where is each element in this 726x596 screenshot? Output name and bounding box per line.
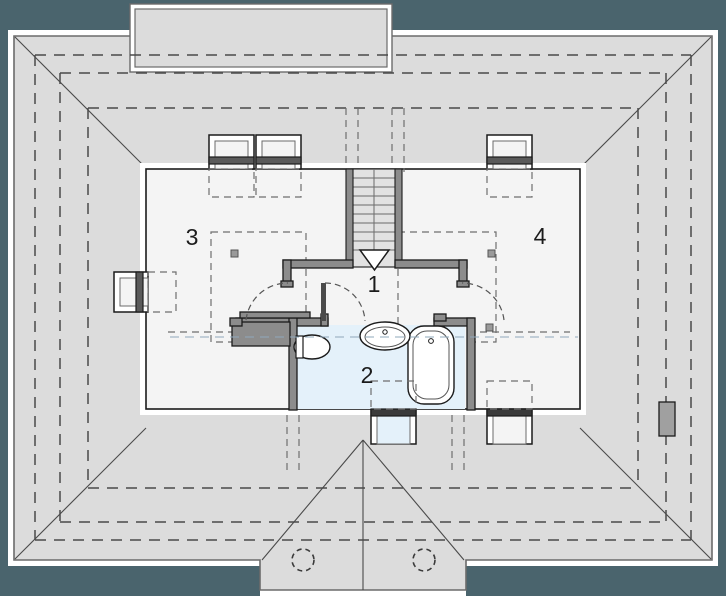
window-top-left-b [255, 134, 302, 198]
roof-dormer-top [129, 3, 393, 73]
bathroom-door-leaf [321, 283, 326, 321]
stairs-down-arrow [358, 249, 391, 272]
washbasin-icon [359, 321, 411, 351]
room-label-3: 3 [186, 224, 199, 250]
post-markers [230, 249, 496, 332]
room-label-1: 1 [368, 271, 381, 297]
window-bottom-center [370, 380, 417, 445]
window-left [113, 271, 177, 313]
window-top-right [486, 134, 533, 198]
room-label-2: 2 [361, 362, 374, 388]
door-swing-arcs [245, 282, 505, 322]
porch-column-right [412, 548, 436, 572]
window-top-left-a [208, 134, 255, 198]
chimney [658, 401, 676, 437]
room-label-4: 4 [534, 223, 547, 249]
porch-column-left [291, 548, 315, 572]
door-arc-room-3 [245, 282, 289, 321]
door-arc-room-4 [461, 282, 505, 321]
bathroom-fixtures [293, 321, 455, 405]
window-bottom-right [486, 380, 533, 445]
bathtub-icon [407, 325, 455, 405]
roof-hip-lines [14, 36, 712, 560]
roof-dashed-guides [34, 54, 692, 541]
interior-walls [229, 259, 476, 411]
door-arc-bathroom [324, 282, 366, 322]
toilet-icon [293, 334, 331, 360]
staircase [345, 168, 403, 272]
porch-column-markers [291, 548, 436, 572]
porch-roof [261, 439, 465, 590]
